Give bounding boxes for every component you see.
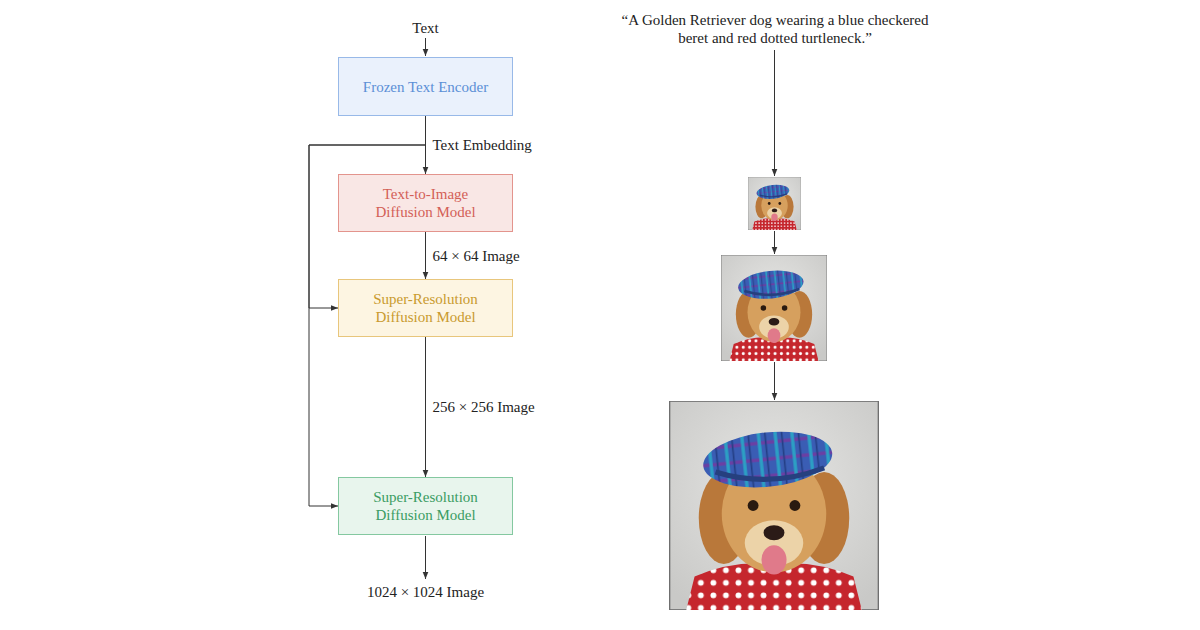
upscale-arrow [774,231,775,254]
flow-arrow [425,337,426,477]
generated-image-64 [748,177,801,230]
edge-label: 256 × 256 Image [433,398,535,416]
process-box: Super-Resolution Diffusion Model [338,477,513,535]
box-label: Super-Resolution Diffusion Model [363,488,488,524]
prompt-text: “A Golden Retriever dog wearing a blue c… [615,11,935,47]
flow-arrow [425,232,426,279]
output-arrow [425,536,426,579]
prompt-arrow [774,50,775,176]
input-arrow [425,38,426,56]
io-label: 1024 × 1024 Image [367,583,484,601]
process-box: Frozen Text Encoder [338,57,513,116]
process-box: Super-Resolution Diffusion Model [338,279,513,337]
generated-image-256 [721,255,827,361]
upscale-arrow [774,362,775,400]
box-label: Frozen Text Encoder [363,78,488,96]
edge-label: 64 × 64 Image [433,247,520,265]
box-label: Text-to-Image Diffusion Model [363,185,488,221]
generated-image-1024 [670,401,879,610]
io-label: Text [412,19,438,37]
box-label: Super-Resolution Diffusion Model [363,290,488,326]
edge-label: Text Embedding [433,136,532,154]
process-box: Text-to-Image Diffusion Model [338,174,513,232]
